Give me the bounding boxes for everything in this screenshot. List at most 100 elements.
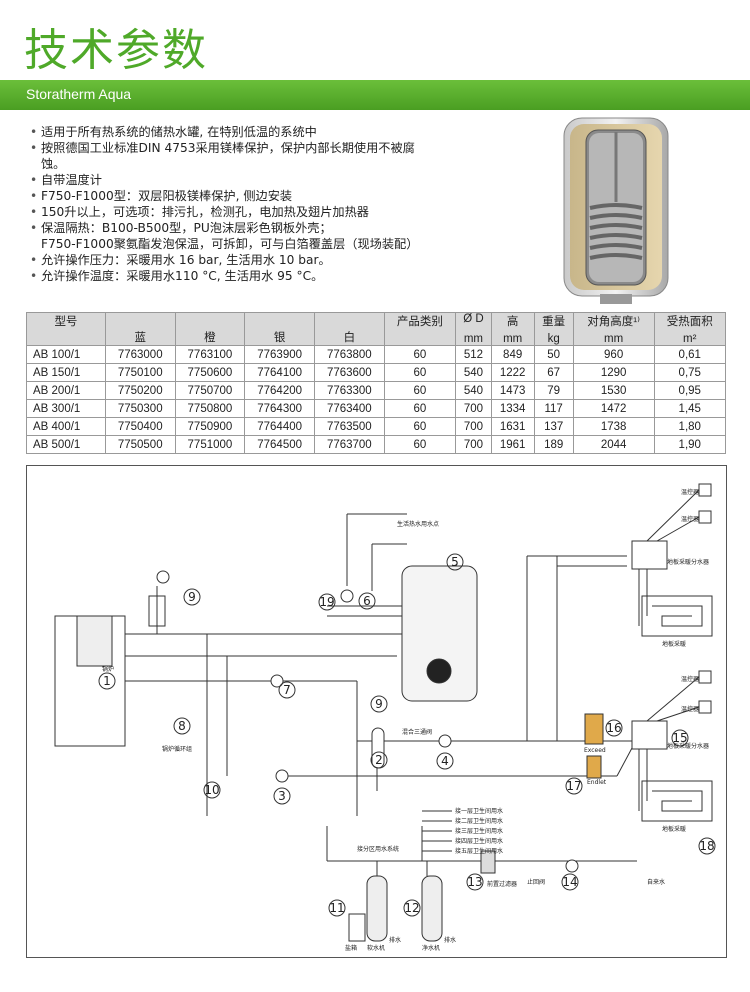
diagram-label: Endlet	[587, 779, 607, 786]
diagram-label: 自来水	[647, 878, 665, 886]
table-cell: 700	[455, 399, 492, 418]
table-cell: 7763600	[313, 363, 385, 382]
table-cell: 7764200	[244, 381, 315, 400]
diagram-label: 接五层卫生间用水	[455, 847, 503, 855]
col-header: mm	[455, 329, 492, 346]
table-cell: 700	[455, 435, 492, 454]
table-cell: 1290	[572, 363, 655, 382]
table-cell: 540	[455, 381, 492, 400]
diagram-label: 接分区用水系统	[357, 845, 399, 853]
table-cell: 1222	[490, 363, 535, 382]
table-cell: 1530	[572, 381, 655, 400]
col-header	[174, 312, 246, 329]
list-item: •自带温度计	[30, 173, 102, 187]
table-cell: 7750800	[174, 399, 246, 418]
diagram-label: 2	[375, 753, 383, 767]
diagram-label: 9	[188, 590, 196, 604]
diagram-label: 8	[178, 719, 186, 733]
diagram-label: 11	[329, 901, 344, 915]
table-cell: 60	[383, 399, 457, 418]
table-cell: AB 150/1	[26, 363, 106, 382]
list-item: •F750-F1000型：双层阳极镁棒保护, 侧边安装	[30, 189, 293, 203]
spec-table: 型号 产品类别 Ø D 高 重量 对角高度¹⁾ 受热面积 蓝 橙 银 白 mm …	[26, 312, 726, 454]
diagram-label: 9	[375, 697, 383, 711]
diagram-label: 接二层卫生间用水	[455, 817, 503, 825]
diagram-label: 地板采暖分水器	[667, 742, 709, 750]
table-cell: 7764500	[244, 435, 315, 454]
table-cell: 7750200	[104, 381, 176, 400]
table-cell: 2044	[572, 435, 655, 454]
list-item: •适用于所有热系统的储热水罐, 在特别低温的系统中	[30, 125, 317, 139]
table-cell: 7763100	[174, 345, 246, 364]
diagram-label: 地板采暖	[662, 825, 686, 833]
table-cell: 7763400	[313, 399, 385, 418]
col-header: m²	[653, 329, 726, 346]
table-cell: 7750300	[104, 399, 176, 418]
table-cell: AB 400/1	[26, 417, 106, 436]
table-cell: 1,80	[653, 417, 726, 436]
col-header: 银	[244, 329, 315, 346]
table-cell: AB 200/1	[26, 381, 106, 400]
table-cell: 1738	[572, 417, 655, 436]
table-cell: 60	[383, 381, 457, 400]
diagram-label: 温控器	[681, 675, 699, 683]
table-cell: 7750600	[174, 363, 246, 382]
col-header: kg	[533, 329, 574, 346]
diagram-label: 12	[404, 901, 419, 915]
diagram-label: 净水机	[422, 944, 440, 952]
table-cell: 60	[383, 345, 457, 364]
diagram-label: 6	[363, 594, 371, 608]
col-header: 受热面积	[653, 312, 726, 329]
col-header: 蓝	[104, 329, 176, 346]
diagram-label: 锅炉	[102, 665, 114, 673]
diagram-label: 地板采暖	[662, 640, 686, 648]
table-cell: 1,90	[653, 435, 726, 454]
col-header	[104, 312, 176, 329]
col-header	[26, 329, 106, 346]
table-cell: 7750900	[174, 417, 246, 436]
table-cell: 7764400	[244, 417, 315, 436]
table-cell: 7763900	[244, 345, 315, 364]
table-cell: 189	[533, 435, 574, 454]
list-item: •按照德国工业标准DIN 4753采用镁棒保护，保护内部长期使用不被腐	[30, 141, 415, 155]
table-header-row: 蓝 橙 银 白 mm mm kg mm m²	[26, 329, 726, 346]
table-cell: 7763000	[104, 345, 176, 364]
table-cell: 60	[383, 435, 457, 454]
system-diagram: 1 2 3 4 5 6 7 8 9 9 10 11 12 13 14 15 16…	[26, 465, 727, 958]
diagram-label: 15	[672, 731, 687, 745]
diagram-label: 16	[606, 721, 621, 735]
list-item: •允许操作温度：采暖用水110 °C, 生活用水 95 °C。	[30, 269, 324, 283]
col-header: mm	[490, 329, 535, 346]
diagram-label: 1	[103, 674, 111, 688]
table-cell: 7751000	[174, 435, 246, 454]
diagram-label: 软水机	[367, 944, 385, 952]
diagram-label: 前置过滤器	[487, 880, 517, 888]
list-item: •保温隔热：B100-B500型，PU泡沫层彩色钢板外壳；	[30, 221, 332, 235]
table-cell: 1631	[490, 417, 535, 436]
diagram-label: 温控器	[681, 705, 699, 713]
col-header: 白	[313, 329, 385, 346]
table-cell: 7750500	[104, 435, 176, 454]
table-cell: 0,95	[653, 381, 726, 400]
col-header: 对角高度¹⁾	[572, 312, 655, 329]
diagram-label: Exceed	[584, 747, 606, 754]
table-cell: AB 500/1	[26, 435, 106, 454]
diagram-label: 17	[566, 779, 581, 793]
table-cell: 79	[533, 381, 574, 400]
table-cell: 1,45	[653, 399, 726, 418]
diagram-label: 温控器	[681, 488, 699, 496]
table-cell: 1334	[490, 399, 535, 418]
diagram-label: 接一层卫生间用水	[455, 807, 503, 815]
table-cell: 50	[533, 345, 574, 364]
table-cell: 7750100	[104, 363, 176, 382]
table-cell: 117	[533, 399, 574, 418]
feature-list: •适用于所有热系统的储热水罐, 在特别低温的系统中 •按照德国工业标准DIN 4…	[30, 124, 550, 284]
diagram-label: 生活热水用水点	[397, 520, 439, 528]
table-cell: 7764100	[244, 363, 315, 382]
diagram-label: 18	[699, 839, 714, 853]
